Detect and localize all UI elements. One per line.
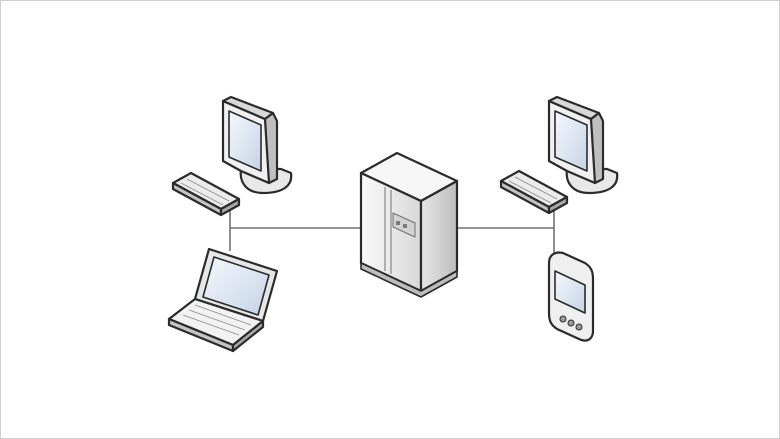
pda-handheld-icon [547,251,595,342]
connection-lines [229,206,555,253]
desktop-computer-icon [171,95,293,217]
laptop-icon [167,247,279,353]
desktop-computer-icon [499,95,619,215]
server-tower-icon [359,151,459,298]
